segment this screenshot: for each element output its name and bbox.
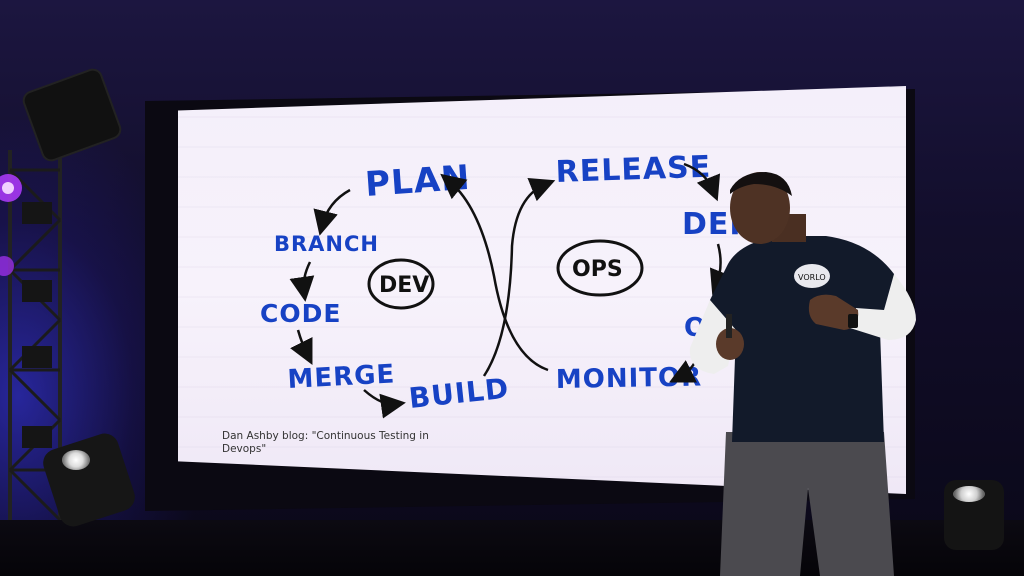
dev-bubble-label: DEV (379, 273, 429, 298)
caption-line-1: Dan Ashby blog: "Continuous Testing in (222, 430, 429, 442)
presenter-head (730, 172, 790, 244)
arrow-plan-to-branch (313, 188, 351, 236)
presenter: VORLO (689, 172, 916, 576)
spotlight-lens-icon (62, 450, 90, 470)
caption-line-2: Devops" (222, 443, 267, 455)
shirt-logo-badge (794, 264, 830, 288)
ops-bubble (556, 239, 644, 297)
presenter-right-arm (850, 274, 916, 340)
arrow-merge-to-build (363, 389, 406, 419)
arrow-monitor-to-plan (440, 173, 549, 372)
clicker-icon (726, 314, 732, 338)
arrow-release-to-deploy (683, 162, 721, 202)
presenter-right-hand (808, 294, 859, 330)
ops-bubble-label: OPS (572, 257, 623, 282)
presenter-legs (720, 432, 894, 576)
magenta-light-icon (0, 256, 14, 276)
arrow-code-to-merge (290, 329, 313, 365)
presenter-shirt (708, 236, 902, 442)
label-branch: BRANCH (274, 232, 379, 256)
slide-caption: Dan Ashby blog: "Continuous Testing in D… (222, 430, 462, 456)
label-release: RELEASE (555, 150, 712, 190)
presenter-hair (730, 172, 792, 196)
label-plan: PLAN (364, 158, 472, 205)
arrow-deploy-to-operate (709, 243, 734, 296)
devops-loop-diagram: PLAN BRANCH CODE MERGE BUILD RELEASE DEP… (260, 150, 772, 419)
dev-bubble (367, 258, 435, 310)
shirt-logo-text: VORLO (798, 273, 826, 282)
presenter-left-hand (716, 328, 744, 360)
arrow-branch-to-code (289, 261, 315, 302)
spotlight-lens-icon (953, 486, 985, 502)
stage-lighting-truss (0, 150, 62, 550)
label-build: BUILD (407, 372, 510, 415)
watch-icon (848, 314, 858, 328)
arrow-build-to-release (482, 177, 556, 377)
label-code: CODE (260, 299, 341, 328)
label-merge: MERGE (287, 359, 396, 395)
